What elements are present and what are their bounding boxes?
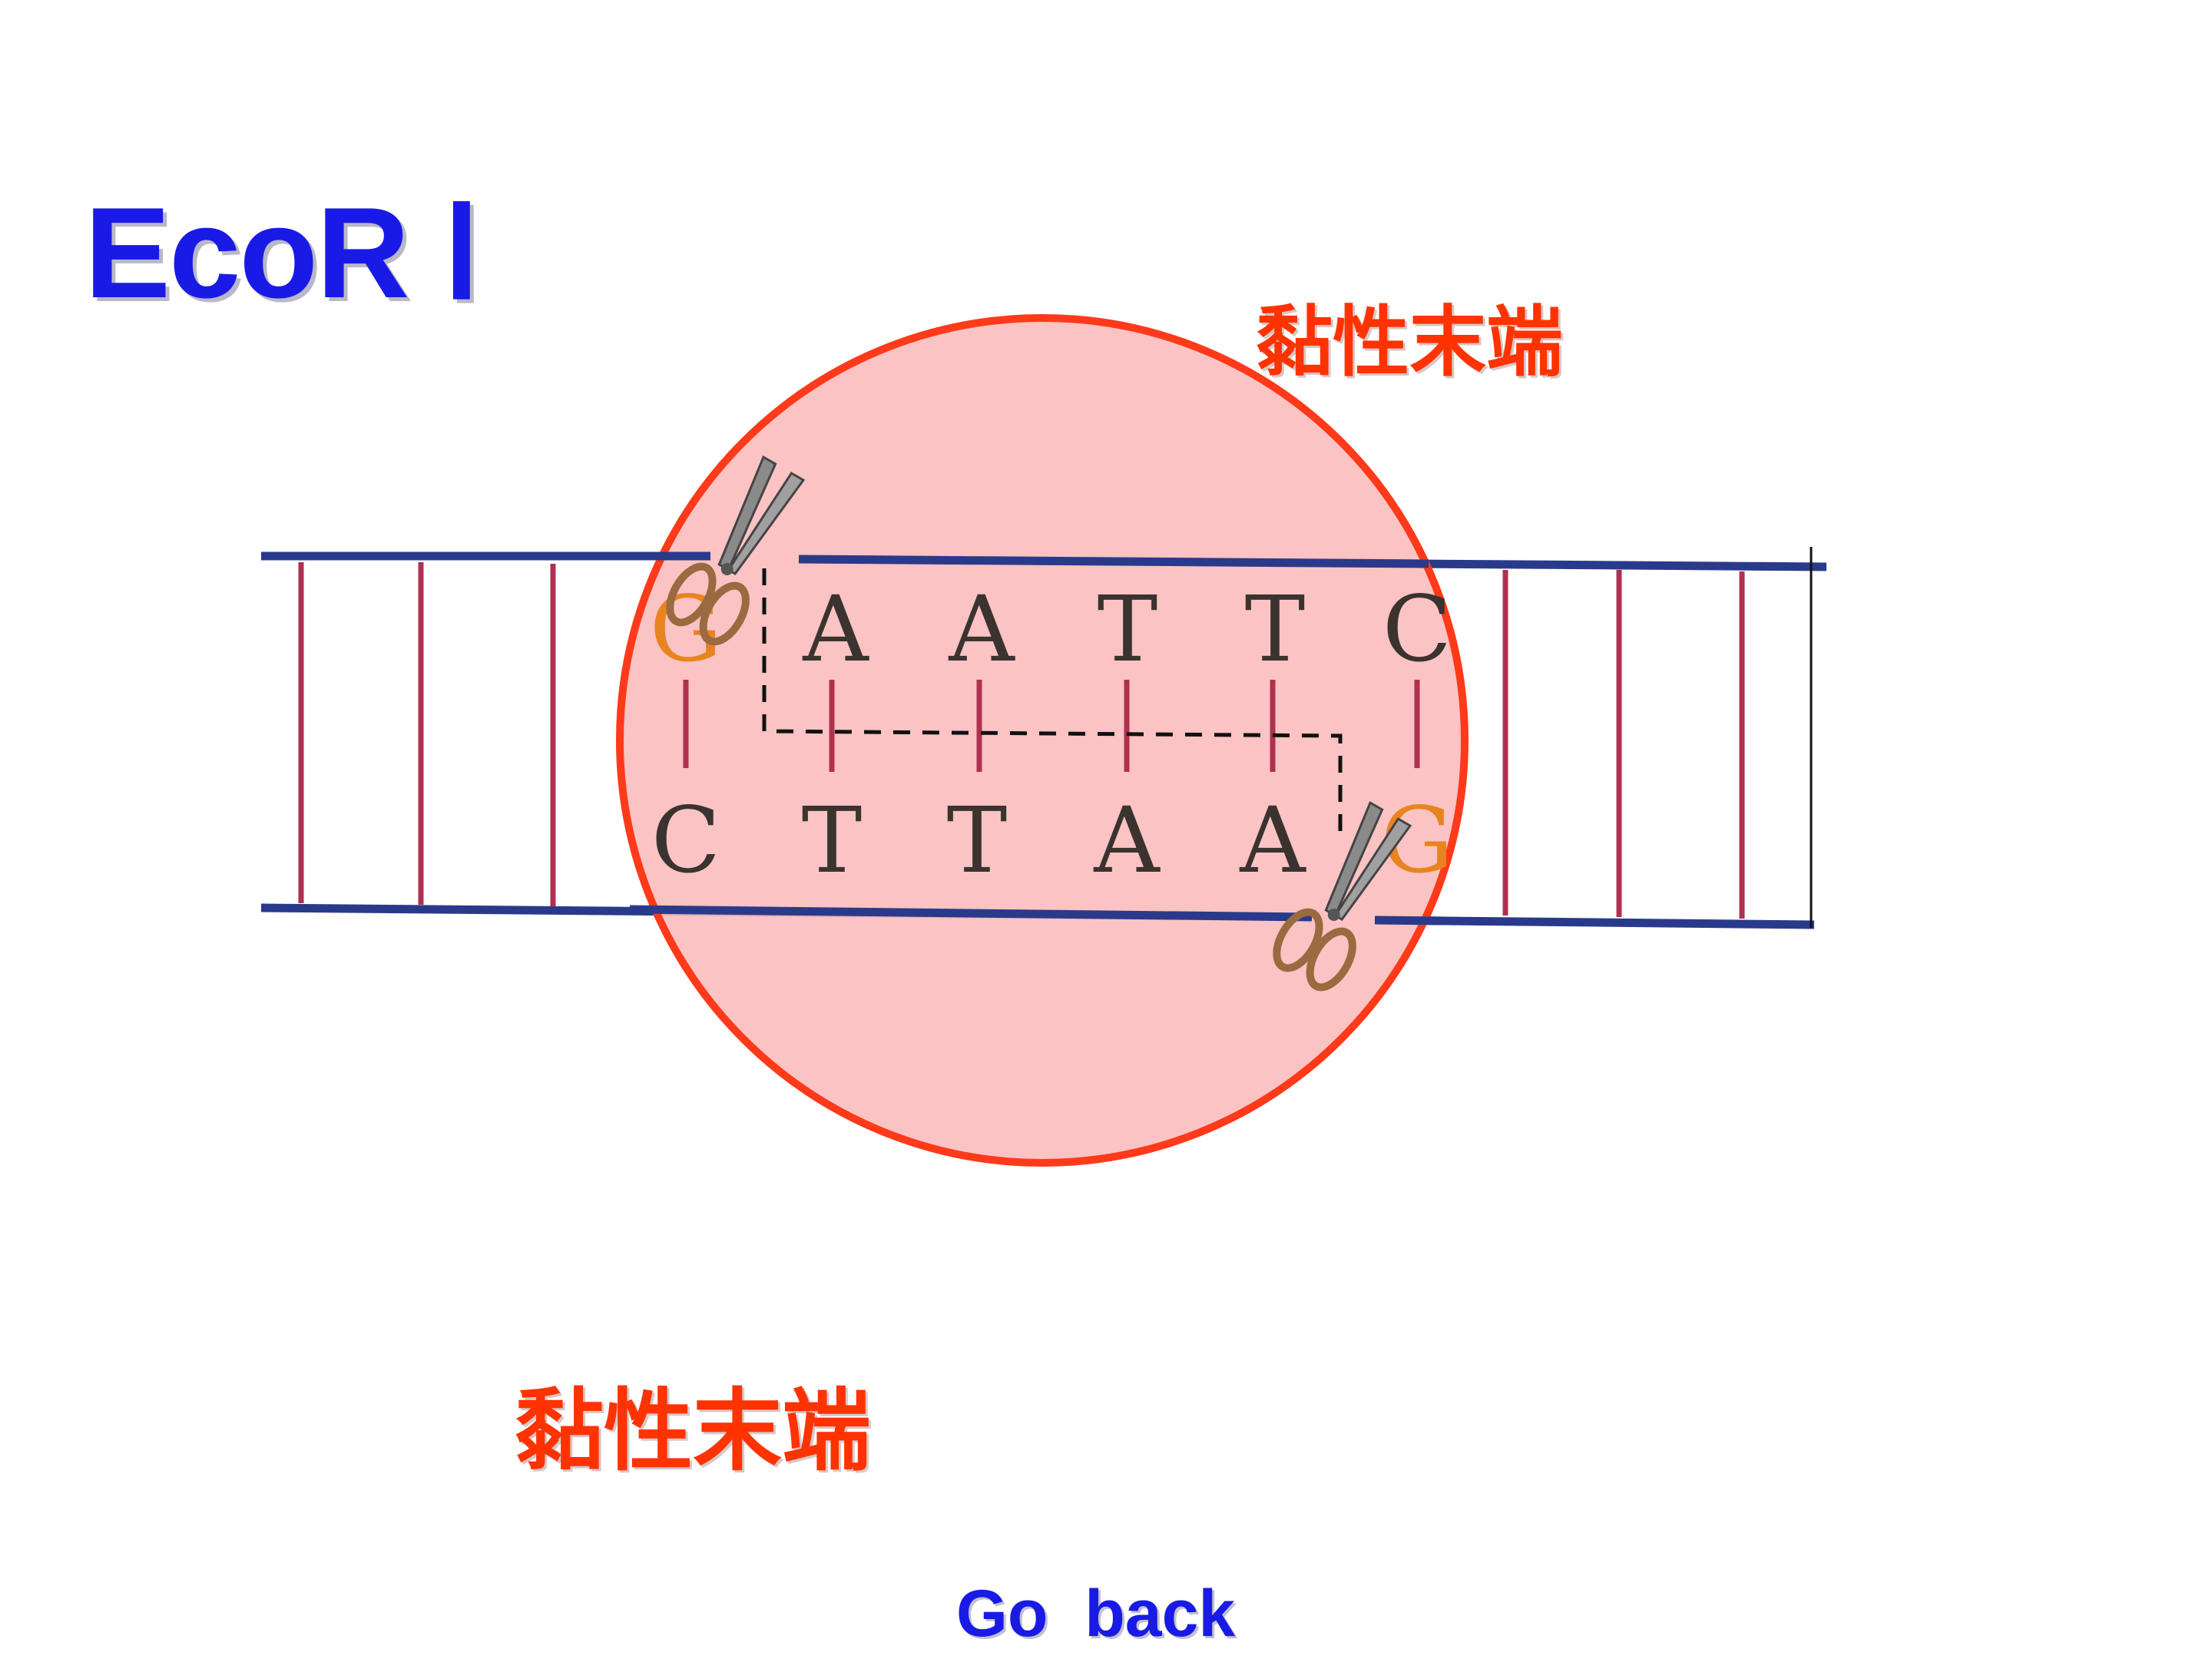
- page-title: EcoR Ⅰ: [84, 180, 481, 325]
- base-letter: T: [1245, 576, 1306, 682]
- base-letter: T: [1098, 576, 1158, 682]
- scissors-icon: [666, 455, 806, 646]
- base-pair-rungs: [298, 562, 1745, 919]
- bottom-strand-right: [1374, 916, 1815, 929]
- base-letter: T: [947, 787, 1008, 893]
- dna-backbone-inner: [629, 551, 1445, 926]
- bottom-strand-bases: C T T A A G: [651, 787, 1453, 893]
- cut-line: [762, 568, 1343, 837]
- scissors-icon: [1273, 800, 1412, 992]
- sticky-end-label-top: 黏性末端: [1256, 296, 1563, 387]
- base-letter: C: [1382, 576, 1452, 682]
- inner-rungs: [683, 680, 1420, 772]
- base-letter: A: [948, 576, 1015, 682]
- recognition-site-highlight: [616, 314, 1469, 1167]
- base-letter: A: [1239, 787, 1306, 893]
- base-letter: A: [1093, 787, 1161, 893]
- sticky-end-label-bottom: 黏性末端: [515, 1379, 871, 1483]
- base-letter: C: [651, 787, 720, 893]
- base-letter: A: [802, 576, 869, 682]
- go-back-link[interactable]: Go back: [956, 1577, 1236, 1651]
- top-strand-bases: G A A T T C: [650, 576, 1452, 682]
- base-letter: T: [802, 787, 863, 893]
